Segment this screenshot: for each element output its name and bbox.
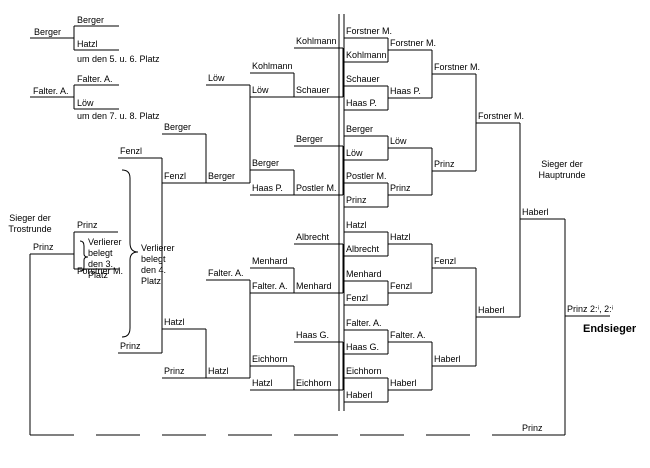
loser-note: Verlierer belegt den 3. Platz xyxy=(88,237,122,280)
player-name: Falter. A. xyxy=(33,86,69,96)
player-name: Berger xyxy=(252,158,280,168)
consolation-winner-header: Sieger der Trostrunde xyxy=(8,213,52,234)
player-name: Berger xyxy=(34,27,62,37)
player-name: Falter. A. xyxy=(390,330,426,340)
player-name: Prinz xyxy=(120,341,141,351)
player-name: Hatzl xyxy=(252,378,273,388)
player-name: Albrecht xyxy=(346,244,380,254)
consolation-winner: Prinz xyxy=(33,242,54,252)
placement-note: um den 7. u. 8. Platz xyxy=(77,111,160,121)
player-name: Prinz xyxy=(346,195,367,205)
player-name: Haberl xyxy=(390,378,417,388)
player-name: Löw xyxy=(390,136,407,146)
champion-title: Endsieger xyxy=(583,323,637,335)
player-name: Löw xyxy=(208,73,225,83)
player-name: Forstner M. xyxy=(346,26,393,36)
player-name: Prinz xyxy=(164,366,185,376)
player-name: Falter. A. xyxy=(252,281,288,291)
player-name: Falter. A. xyxy=(208,268,244,278)
player-name: Prinz xyxy=(522,423,543,433)
player-name: Postler M. xyxy=(296,183,337,193)
player-name: Prinz xyxy=(434,159,455,169)
player-name: Eichhorn xyxy=(346,366,382,376)
player-name: Haberl xyxy=(522,207,549,217)
player-name: Prinz xyxy=(390,183,411,193)
player-name: Falter. A. xyxy=(346,318,382,328)
player-name: Hatzl xyxy=(208,366,229,376)
final-result: Prinz 2:ⁱ, 2:ⁱ xyxy=(567,304,614,314)
player-name: Eichhorn xyxy=(296,378,332,388)
player-name: Falter. A. xyxy=(77,74,113,84)
player-name: Haberl xyxy=(478,305,505,315)
player-name: Fenzl xyxy=(164,171,187,181)
player-name: Schauer xyxy=(296,85,330,95)
player-name: Haas P. xyxy=(252,183,283,193)
loser-note: Verlierer belegt den 4. Platz xyxy=(141,243,175,286)
player-name: Fenzl xyxy=(120,146,143,156)
player-name: Forstner M. xyxy=(390,38,437,48)
player-name: Hatzl xyxy=(390,232,411,242)
player-name: Berger xyxy=(346,124,374,134)
player-name: Berger xyxy=(208,171,236,181)
player-name: Eichhorn xyxy=(252,354,288,364)
player-name: Menhard xyxy=(252,256,288,266)
player-name: Forstner M. xyxy=(478,111,525,121)
player-name: Kohlmann xyxy=(296,36,337,46)
player-name: Hatzl xyxy=(346,220,367,230)
player-name: Menhard xyxy=(296,281,332,291)
player-name: Kohlmann xyxy=(346,50,387,60)
player-name: Löw xyxy=(252,85,269,95)
player-name: Hatzl xyxy=(164,317,185,327)
player-name: Menhard xyxy=(346,269,382,279)
player-name: Berger xyxy=(77,15,105,25)
player-name: Löw xyxy=(346,148,363,158)
player-name: Berger xyxy=(164,122,192,132)
player-name: Löw xyxy=(77,98,94,108)
player-name: Albrecht xyxy=(296,232,330,242)
player-name: Prinz xyxy=(77,220,98,230)
player-name: Haas P. xyxy=(390,86,421,96)
player-name: Fenzl xyxy=(434,256,457,266)
player-name: Kohlmann xyxy=(252,61,293,71)
player-name: Berger xyxy=(296,134,324,144)
player-name: Forstner M. xyxy=(434,62,481,72)
player-name: Haberl xyxy=(346,390,373,400)
brace-4th-place xyxy=(121,169,139,338)
player-name: Haas G. xyxy=(346,342,380,352)
player-name: Fenzl xyxy=(346,293,369,303)
player-name: Fenzl xyxy=(390,281,413,291)
player-name: Hatzl xyxy=(77,39,98,49)
player-name: Schauer xyxy=(346,74,380,84)
brace-3rd-place xyxy=(79,240,89,272)
player-name: Haas G. xyxy=(296,330,330,340)
player-name: Postler M. xyxy=(346,171,387,181)
placement-note: um den 5. u. 6. Platz xyxy=(77,54,160,64)
player-name: Forstner M. xyxy=(77,266,124,276)
player-name: Haberl xyxy=(434,354,461,364)
main-winner-header: Sieger der Hauptrunde xyxy=(538,159,586,180)
player-name: Haas P. xyxy=(346,98,377,108)
